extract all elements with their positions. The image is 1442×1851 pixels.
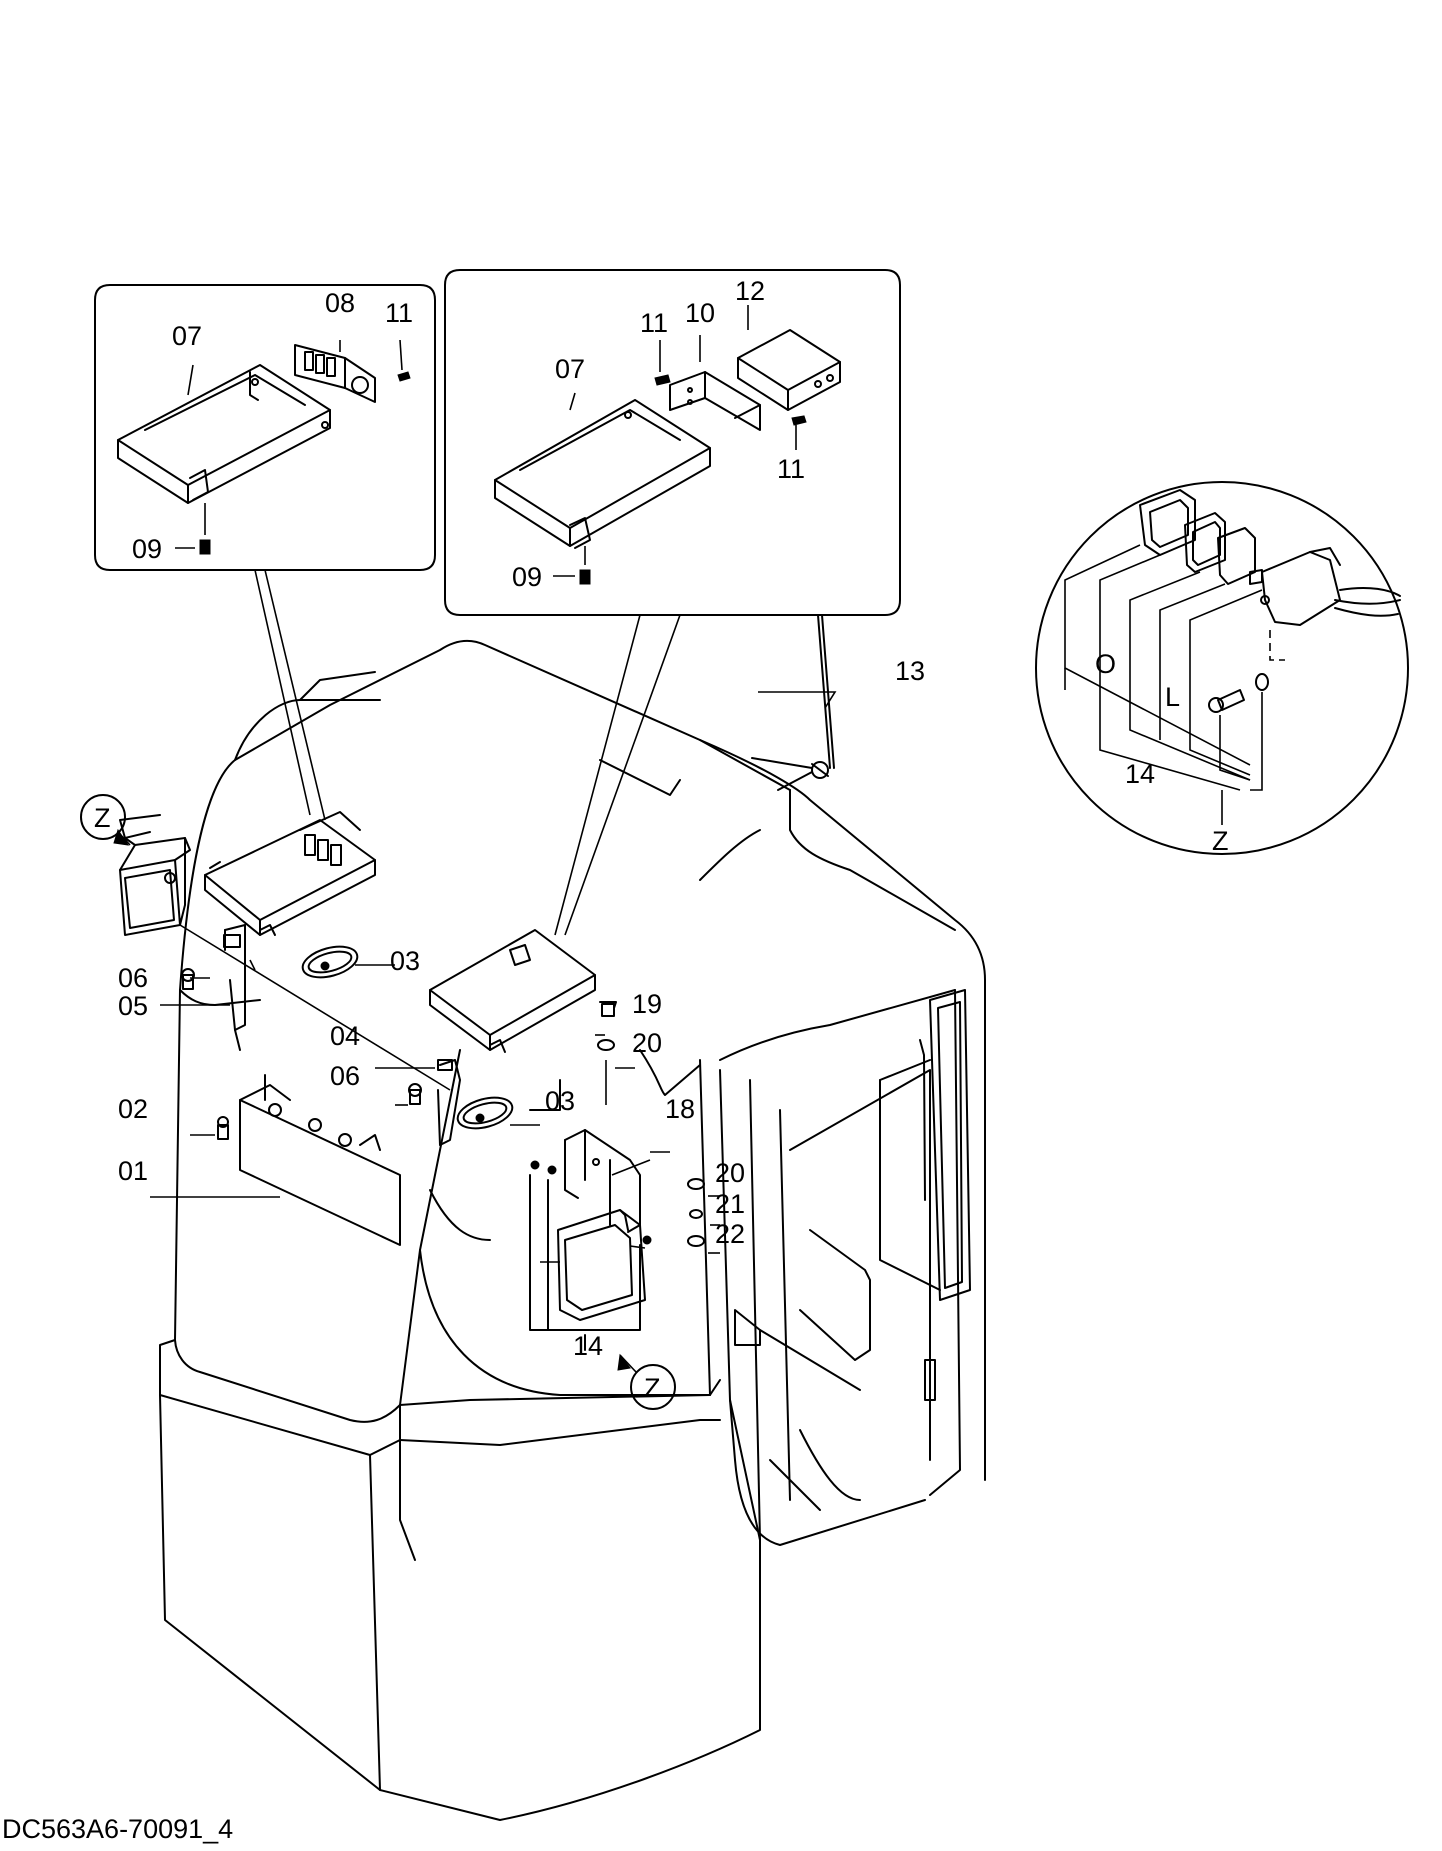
label-22: 22 — [715, 1219, 745, 1249]
label-07: 07 — [555, 354, 585, 384]
detail-label-z: Z — [1212, 826, 1229, 856]
label-21: 21 — [715, 1189, 745, 1219]
label-18: 18 — [665, 1094, 695, 1124]
label-13: 13 — [895, 656, 925, 686]
fasteners-19-22 — [597, 1001, 705, 1247]
label-12: 12 — [735, 276, 765, 306]
label-03: 03 — [545, 1086, 575, 1116]
view-marker-z-bottom: Z — [644, 1373, 661, 1403]
label-02: 02 — [118, 1094, 148, 1124]
label-07: 07 — [172, 321, 202, 351]
inset-left — [94, 284, 436, 571]
detail-label-l: L — [1165, 682, 1180, 712]
roof-box-center — [429, 929, 596, 1053]
work-light-bracket-assembly — [529, 1129, 652, 1351]
callout-labels: 13 06 05 03 19 20 04 06 03 18 02 20 01 2… — [118, 656, 925, 1361]
label-20: 20 — [632, 1028, 662, 1058]
label-08: 08 — [325, 288, 355, 318]
label-20: 20 — [715, 1158, 745, 1188]
label-06: 06 — [330, 1061, 360, 1091]
label-05: 05 — [118, 991, 148, 1021]
left-work-light — [119, 814, 191, 936]
label-11: 11 — [385, 298, 413, 328]
cab-body — [159, 639, 986, 1821]
antenna — [751, 614, 835, 791]
detail-label-14: 14 — [1125, 759, 1155, 789]
label-14: 14 — [573, 1331, 603, 1361]
label-06: 06 — [118, 963, 148, 993]
label-03: 03 — [390, 946, 420, 976]
drawing-id: DC563A6-70091_4 — [2, 1814, 233, 1844]
label-09: 09 — [132, 534, 162, 564]
label-19: 19 — [632, 989, 662, 1019]
label-09: 09 — [512, 562, 542, 592]
view-marker-z-left: Z — [94, 803, 111, 833]
label-11: 11 — [640, 308, 668, 338]
label-11: 11 — [777, 454, 805, 484]
detail-z-labels: Z Z O L 14 Z — [94, 649, 1229, 1403]
label-10: 10 — [685, 298, 715, 328]
label-04: 04 — [330, 1021, 360, 1051]
roof-box-left — [204, 811, 376, 936]
view-markers — [80, 794, 676, 1410]
inset-left-labels: 07 08 11 09 — [132, 288, 413, 564]
inset-right-labels: 12 11 10 07 11 09 — [512, 276, 805, 592]
detail-label-o: O — [1095, 649, 1116, 679]
left-side-parts — [179, 924, 514, 1246]
inset-right — [444, 269, 901, 616]
label-01: 01 — [118, 1156, 148, 1186]
inset-projection-lines — [254, 569, 681, 936]
detail-z-circle — [1035, 481, 1409, 855]
leader-lines — [150, 691, 837, 1263]
